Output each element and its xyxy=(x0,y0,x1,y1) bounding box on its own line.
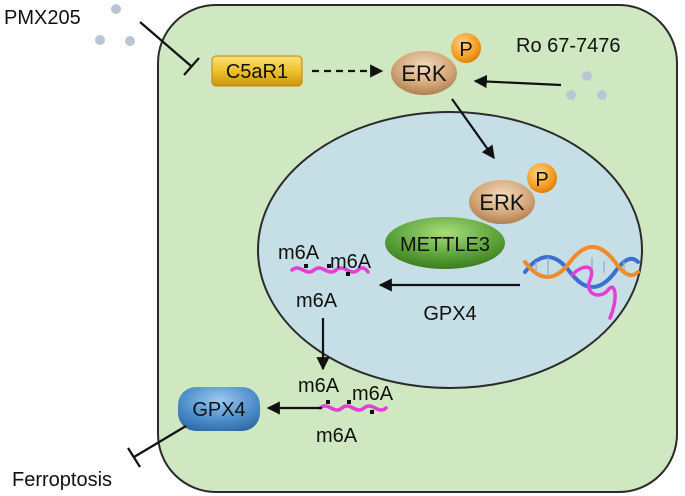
ferroptosis-inhibition-bar xyxy=(127,447,141,468)
ro-to-erk-arrow xyxy=(473,74,562,89)
ferroptosis-label: Ferroptosis xyxy=(12,469,112,491)
m6a-label-5: m6A xyxy=(352,383,394,405)
ro-drug-dots xyxy=(566,71,607,100)
cytoplasmic-m6a-marks xyxy=(326,400,374,414)
pmx205-inhibition-line xyxy=(139,21,192,67)
erk-nuclear-label: ERK xyxy=(479,190,525,215)
dna-helix-icon xyxy=(523,245,640,320)
phospho-group-2 xyxy=(527,163,557,193)
pmx205-label: PMX205 xyxy=(4,7,81,29)
m6a-label-4: m6A xyxy=(298,375,340,397)
pmx205-drug-dots xyxy=(95,4,135,46)
erk-translocation-arrow xyxy=(451,98,495,160)
m6a-label-3: m6A xyxy=(296,290,338,312)
pmx205-inhibition-bar xyxy=(183,57,200,76)
m6a-label-6: m6A xyxy=(316,425,358,447)
erk-protein xyxy=(391,51,457,95)
erk-nuclear-protein xyxy=(469,180,535,224)
c5ar1-label: C5aR1 xyxy=(226,61,288,83)
phospho-label-2: P xyxy=(535,169,548,191)
c5ar1-receptor xyxy=(211,55,303,87)
cytoplasmic-mrna xyxy=(318,404,388,412)
gpx4-protein xyxy=(178,387,260,431)
mettl3-protein xyxy=(385,217,505,269)
gpx4-gene-label: GPX4 xyxy=(423,303,476,325)
nuclear-m6a-marks xyxy=(304,264,350,276)
m6a-label-2: m6A xyxy=(330,251,372,273)
nuclear-mrna xyxy=(290,266,370,274)
ferroptosis-inhibition-line xyxy=(133,425,187,458)
erk-label: ERK xyxy=(401,61,447,86)
mettl3-label: METTLE3 xyxy=(400,234,490,256)
phospho-label-1: P xyxy=(459,39,472,61)
ro-67-7476-label: Ro 67-7476 xyxy=(516,35,621,57)
gpx4-protein-label: GPX4 xyxy=(192,399,245,421)
phospho-group-1 xyxy=(451,33,481,63)
m6a-label-1: m6A xyxy=(278,242,320,264)
